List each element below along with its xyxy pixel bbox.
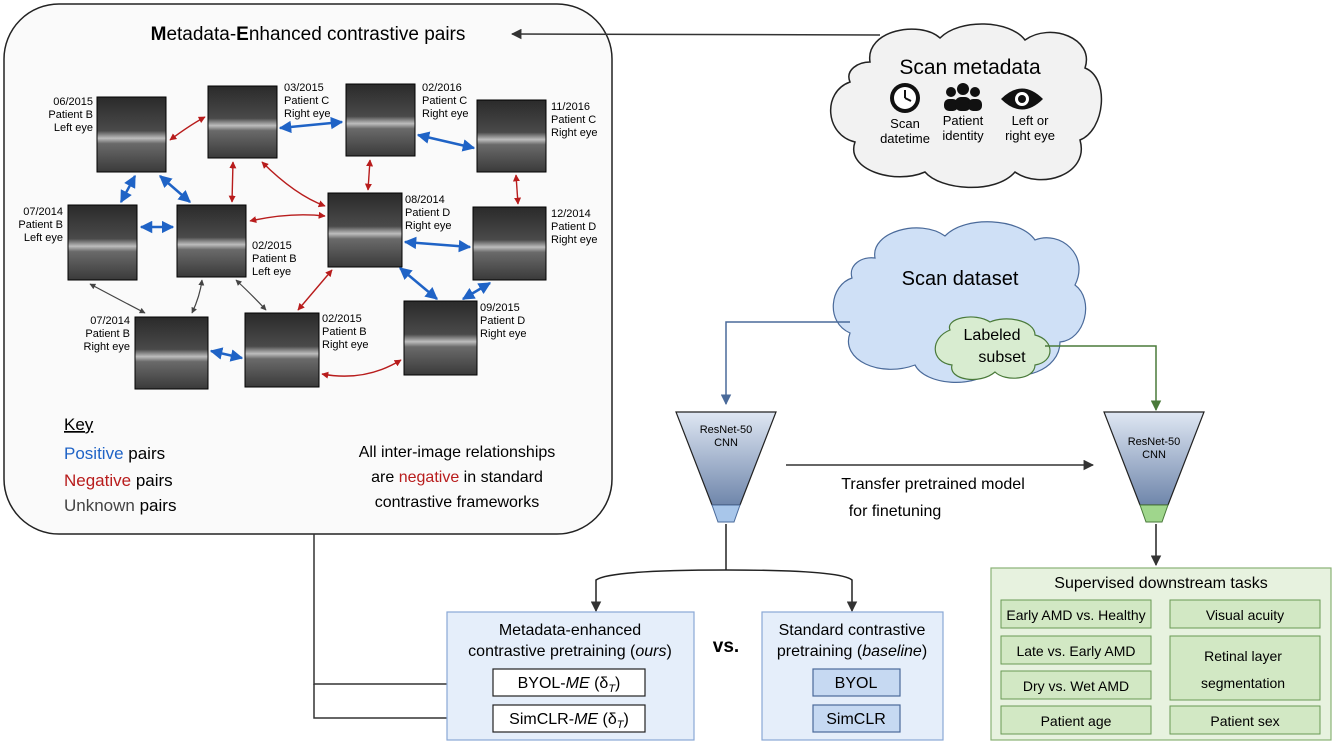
oct-image	[476, 99, 547, 173]
oct-image	[176, 204, 247, 278]
task-patient-age: Patient age	[1041, 713, 1112, 729]
simclr-box	[812, 704, 901, 733]
negative-pair-arrows	[169, 116, 522, 379]
byol-me-label: BYOL-ME (δT)	[518, 675, 621, 695]
downstream-tasks-box: Supervised downstream tasks Early AMD vs…	[990, 567, 1332, 741]
task-dry-wet-amd: Dry vs. Wet AMD	[1023, 678, 1129, 694]
task-retinal-layer-line2: segmentation	[1201, 675, 1285, 691]
key-negative: Negative pairs	[64, 471, 173, 490]
svg-text:contrastive pretraining (ours): contrastive pretraining (ours)	[468, 643, 672, 660]
oct-image	[327, 192, 403, 268]
key-unknown: Unknown pairs	[64, 496, 176, 515]
panel-title: Metadata-Enhanced contrastive pairs	[151, 24, 466, 45]
oct-image	[244, 312, 320, 388]
task-early-amd: Early AMD vs. Healthy	[1006, 607, 1145, 623]
simclr-label: SimCLR	[826, 711, 886, 728]
positive-pair-arrows	[119, 116, 492, 362]
oct-image	[207, 85, 278, 159]
downstream-title: Supervised downstream tasks	[1054, 575, 1267, 592]
oct-image	[403, 300, 478, 376]
byol-box	[812, 668, 901, 697]
key-heading: Key	[64, 415, 94, 434]
labeled-subset-cloud	[934, 316, 1051, 380]
subset-to-cnn-arrow	[1045, 345, 1162, 412]
oct-image	[472, 206, 547, 281]
scan-dataset-title: Scan dataset	[902, 268, 1019, 290]
svg-text:Transfer pretrained model: Transfer pretrained model	[841, 476, 1025, 493]
oct-image	[134, 316, 209, 390]
panel-to-methods-arrows	[313, 534, 491, 724]
key-legend: Key Positive pairs Negative pairs Unknow…	[64, 415, 176, 515]
task-patient-sex: Patient sex	[1210, 713, 1279, 729]
scan-metadata-title: Scan metadata	[899, 56, 1041, 79]
standard-note: All inter-image relationships are negati…	[359, 444, 556, 511]
cnn-to-pretraining-arrows	[590, 524, 858, 613]
standard-pretraining-box: Standard contrastive pretraining (baseli…	[761, 611, 944, 741]
svg-text:contrastive frameworks: contrastive frameworks	[375, 494, 540, 511]
svg-text:All inter-image relationships: All inter-image relationships	[359, 444, 556, 461]
key-positive: Positive pairs	[64, 444, 165, 463]
vs-label: vs.	[713, 636, 739, 657]
svg-text:Standard contrastive: Standard contrastive	[779, 622, 926, 639]
svg-text:are negative in standard: are negative in standard	[371, 469, 543, 486]
metadata-arrow	[510, 28, 881, 40]
dataset-to-cnn-arrow	[720, 321, 850, 406]
clock-icon	[890, 83, 920, 113]
oct-image	[345, 83, 416, 157]
svg-text:pretraining (baseline): pretraining (baseline)	[777, 643, 927, 660]
task-late-amd: Late vs. Early AMD	[1016, 643, 1135, 659]
svg-text:for finetuning: for finetuning	[849, 503, 942, 520]
unknown-pair-arrows	[89, 279, 267, 314]
simclr-me-label: SimCLR-ME (δT)	[509, 711, 629, 731]
simclr-me-box	[492, 704, 646, 733]
svg-text:Metadata-enhanced: Metadata-enhanced	[499, 622, 641, 639]
byol-label: BYOL	[835, 675, 878, 692]
task-retinal-layer: Retinal layer	[1204, 648, 1282, 664]
oct-image	[96, 96, 167, 173]
task-visual-acuity: Visual acuity	[1206, 607, 1284, 623]
people-icon	[944, 83, 982, 111]
metadata-enhanced-pretraining-box: Metadata-enhanced contrastive pretrainin…	[446, 611, 695, 741]
eye-icon	[1001, 88, 1043, 110]
byol-me-box	[492, 668, 646, 697]
transfer-label: Transfer pretrained model for finetuning	[841, 476, 1025, 520]
oct-images	[67, 83, 547, 390]
oct-image	[67, 204, 138, 281]
